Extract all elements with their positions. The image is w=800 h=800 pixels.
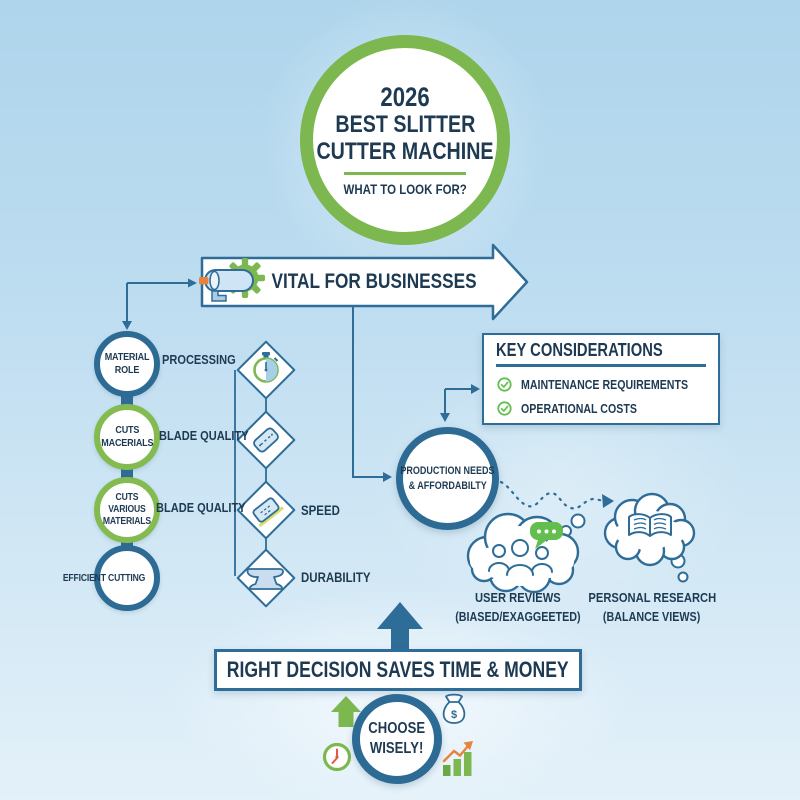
arrowhead-into-material-circle [122,321,132,330]
choose-line1: CHOOSE [368,720,426,737]
speech-bubble-icon [530,522,563,549]
key-considerations-title-row: KEY CONSIDERATIONS [496,340,706,361]
dollar-sign: $ [451,709,457,721]
connector-banner-left [126,282,188,321]
arrowhead-into-production-top [440,413,450,422]
growth-arrow-icon [331,696,361,727]
diamond-label-durability: DURABILITY [301,570,371,585]
caption-line1: PERSONAL RESEARCH [588,590,716,605]
feature-diamond-2 [236,410,296,470]
money-bag-icon: $ [442,693,466,724]
blade-tip [199,277,209,285]
step-circle-cuts-macerials: CUTS MACERIALS [94,404,160,470]
user-group-icon [488,539,553,576]
user-reviews-cloud [466,512,580,594]
header-title-line2: CUTTER MACHINE [316,138,494,166]
stopwatch-icon [253,352,279,383]
slitter-machine-icon [199,258,265,302]
choose-wisely-circle: CHOOSE WISELY! [352,694,442,784]
header-title-line1: BEST SLITTER [335,111,475,139]
caption-line2: (BIASED/EXAGGEETED) [455,609,581,624]
key-considerations-underline [496,364,706,367]
bar-chart-icon [442,741,473,776]
key-considerations-title: KEY CONSIDERATIONS [496,340,663,360]
check-circle-icon [497,377,512,392]
production-line2: & AFFORDABILTY [408,479,487,492]
up-arrow [377,602,423,651]
connector-production-key [444,388,471,413]
user-reviews-caption: USER REVIEWS (BIASED/EXAGGEETED) [433,589,603,627]
side-label-blade-quality-2: BLADE QUALITY [156,500,246,515]
arrowhead-into-key-box [471,384,480,394]
feature-diamond-1 [236,340,296,400]
caption-line1: USER REVIEWS [475,590,561,605]
step-label: EFFICIENT CUTTING [62,571,146,584]
key-considerations-box: KEY CONSIDERATIONS MAINTENANCE REQUIREME… [482,333,720,425]
feature-diamond-3 [236,480,296,540]
open-book-icon [628,513,672,537]
caption-line2: (BALANCE VIEWS) [603,609,701,624]
choose-line2: WISELY! [370,740,424,757]
personal-research-cloud [603,492,696,567]
vital-banner-label-box: VITAL FOR BUSINESSES [258,260,490,304]
step-label: MATERIAL ROLE [104,351,150,376]
step-label: CUTS MACERIALS [100,424,154,449]
header-divider [344,172,466,176]
personal-research-caption: PERSONAL RESEARCH (BALANCE VIEWS) [567,589,737,627]
connector-banner-production [352,307,383,478]
vital-banner-arrow [200,243,529,321]
key-consideration-label: OPERATIONAL COSTS [521,401,637,416]
thought-bubbles [560,513,689,583]
arrowhead-into-banner [188,278,197,288]
bottom-banner: RIGHT DECISION SAVES TIME & MONEY [214,649,582,691]
header-year: 2026 [380,81,430,112]
arrowhead-into-production-left [383,472,392,482]
side-label-blade-quality-1: BLADE QUALITY [159,428,249,443]
diamond-label-speed: SPEED [301,503,340,518]
anvil-icon [246,568,284,590]
feature-diamond-4 [236,548,296,608]
production-line1: PRODUCTION NEEDS [400,465,495,478]
step-circle-efficient-cutting: EFFICIENT CUTTING [63,545,160,611]
razor-blade-icon [253,427,279,453]
arrowhead-thought-path [602,494,614,508]
machine-stand [211,290,227,302]
bottom-banner-label: RIGHT DECISION SAVES TIME & MONEY [227,657,569,682]
header-subtitle: WHAT TO LOOK FOR? [343,181,467,198]
key-consideration-item: OPERATIONAL COSTS [484,397,718,421]
diamond-column-spines [234,370,267,578]
roller-cap [209,270,220,291]
side-label-processing: PROCESSING [162,352,236,367]
step-circle-cuts-various: CUTS VARIOUS MATERIALS [94,477,160,543]
clock-icon [322,742,352,772]
key-consideration-label: MAINTENANCE REQUIREMENTS [521,377,689,392]
production-circle: PRODUCTION NEEDS & AFFORDABILTY [396,427,499,530]
check-circle-icon [497,401,512,416]
step-label: CUTS VARIOUS MATERIALS [103,492,152,527]
step-circle-material-role: MATERIAL ROLE [94,331,160,397]
cutting-blade-icon [252,497,285,528]
dashed-thought-path [499,480,606,510]
vital-banner-label: VITAL FOR BUSINESSES [271,270,477,293]
key-consideration-item: MAINTENANCE REQUIREMENTS [484,373,718,397]
